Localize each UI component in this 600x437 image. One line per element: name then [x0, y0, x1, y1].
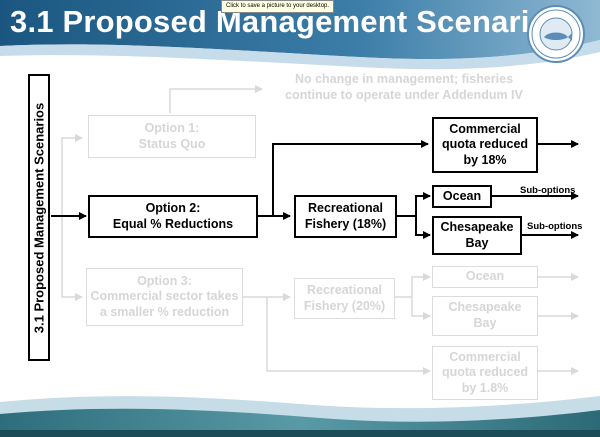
- connector-rec18-ocean: [415, 192, 431, 216]
- logo-ring-icon: [531, 9, 581, 59]
- option1-box: Option 1: Status Quo: [88, 115, 256, 158]
- scenarios-vertical-label: 3.1 Proposed Management Scenarios: [31, 102, 47, 333]
- sub-options-label-ocean: Sub-options: [520, 185, 576, 196]
- connector-option3-commercial: [266, 297, 431, 375]
- scenarios-vertical-box: 3.1 Proposed Management Scenarios: [28, 74, 50, 361]
- option3-box: Option 3: Commercial sector takes a smal…: [86, 268, 243, 326]
- footer-wave-teal: [0, 408, 600, 437]
- connector-to-option1: [61, 134, 83, 216]
- connector-rec20-chesapeake2: [411, 297, 431, 320]
- header-wave-light: [0, 40, 600, 70]
- connector-to-option3: [61, 216, 83, 301]
- chesapeake-bay-box: Chesapeake Bay: [432, 216, 522, 255]
- save-picture-tooltip: Click to save a picture to your desktop.: [221, 0, 335, 13]
- commercial-18-box: Commercial quota reduced by 18%: [432, 117, 538, 173]
- footer-bottom: [0, 430, 600, 437]
- commercial-1-8-box: Commercial quota reduced by 1.8%: [432, 346, 538, 400]
- active-connectors: [51, 140, 579, 239]
- option2-box: Option 2: Equal % Reductions: [88, 195, 258, 238]
- asmfc-logo: [527, 5, 585, 63]
- recreational-18-box: Recreational Fishery (18%): [294, 195, 397, 238]
- connector-option2-commercial18: [272, 140, 429, 216]
- connector-rec18-chesapeake: [415, 216, 431, 239]
- ocean-dim-box: Ocean: [432, 266, 538, 288]
- recreational-20-box: Recreational Fishery (20%): [294, 278, 395, 319]
- connector-option1-nochange: [169, 85, 263, 113]
- header-band: [0, 0, 600, 60]
- ocean-box: Ocean: [432, 185, 492, 208]
- chesapeake-bay-dim-box: Chesapeake Bay: [432, 296, 538, 336]
- connector-rec20-ocean2: [411, 273, 431, 297]
- no-change-text: No change in management; fisheries conti…: [285, 72, 523, 103]
- dim-connectors: [61, 85, 579, 375]
- sub-options-label-chesapeake: Sub-options: [527, 221, 583, 232]
